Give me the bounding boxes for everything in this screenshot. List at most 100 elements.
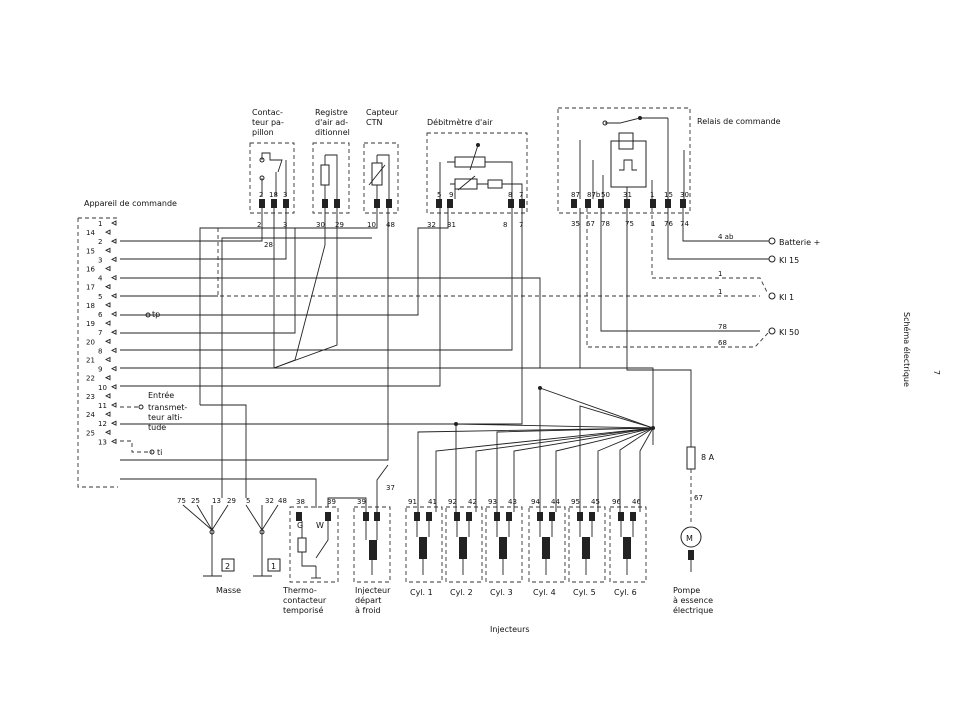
ecu-pin-9: 9 — [98, 366, 102, 374]
injector-wire-a: 92 — [448, 498, 457, 506]
ecu-pin-20: 20 — [86, 338, 95, 346]
cold-wire-39: 39 — [357, 498, 366, 506]
throttle-title-1: Contac- — [252, 108, 283, 117]
ecu-pin-list: 1142153164175186197208219221023112412251… — [86, 220, 117, 446]
injector-wire-a: 91 — [408, 498, 417, 506]
ecu-ti-label: ti — [157, 448, 162, 457]
ground-wire-32: 32 — [265, 497, 274, 505]
ecu-pin-16: 16 — [86, 266, 95, 274]
kl50-wire-68: 68 — [718, 339, 727, 347]
injector-label: Cyl. 2 — [450, 588, 473, 597]
airflow-pin-5: 5 — [437, 191, 441, 199]
relay-wire-1: 1 — [651, 220, 655, 228]
page-number: 7 — [932, 370, 941, 375]
relay-wire-75: 75 — [625, 220, 634, 228]
relay-wire-67: 67 — [586, 220, 595, 228]
injector-label: Cyl. 3 — [490, 588, 513, 597]
airflow-pin-7: 7 — [519, 191, 523, 199]
injector-label: Cyl. 6 — [614, 588, 637, 597]
ground-wire-48: 48 — [278, 497, 287, 505]
ecu-tp-label: tp — [152, 310, 160, 319]
relay-pin-87b: 87b — [587, 191, 601, 199]
ctn-wire-48: 48 — [386, 221, 395, 229]
altitude-line-1: Entrée — [148, 390, 174, 400]
aux-title-1: Registre — [315, 108, 348, 117]
throttle-pin-2: 2 — [259, 191, 263, 199]
wiring-harness — [120, 208, 654, 508]
altitude-line-4: tude — [148, 423, 166, 432]
fuel-pump: 8 A 67 M Pompe à essence électrique — [626, 208, 715, 615]
ecu-pin-21: 21 — [86, 357, 95, 365]
ecu-control-unit: Appareil de commande 1142153164175186197… — [77, 199, 187, 488]
thermo-w: W — [316, 521, 324, 530]
relay-wire-76: 76 — [664, 220, 673, 228]
ctn-title-2: CTN — [366, 118, 382, 127]
relay-pin-50: 50 — [601, 191, 610, 199]
ecu-pin-23: 23 — [86, 393, 95, 401]
ecu-pin-19: 19 — [86, 320, 95, 328]
air-flow-meter: Débitmètre d'air 5 9 8 7 32 31 8 7 — [426, 117, 528, 229]
pump-label-2: à essence — [673, 596, 713, 605]
kl1-wire-b: 1 — [718, 288, 722, 296]
cold-label-1: Injecteur — [355, 586, 391, 595]
ecu-pin-22: 22 — [86, 375, 95, 383]
ground-wire-25: 25 — [191, 497, 200, 505]
auxiliary-air-valve: Registre d'air ad- ditionnel 30 29 — [312, 108, 350, 229]
ctn-title-1: Capteur — [366, 108, 399, 117]
relay-title: Relais de commande — [697, 117, 781, 126]
altitude-line-2: transmet- — [148, 403, 187, 412]
ecu-pin-1: 1 — [98, 220, 102, 228]
injector-label: Cyl. 4 — [533, 588, 556, 597]
throttle-wire-3: 3 — [283, 221, 287, 229]
thermo-wire-38: 38 — [296, 498, 305, 506]
injector-wire-a: 94 — [531, 498, 540, 506]
ecu-pin-8: 8 — [98, 347, 102, 355]
ecu-pin-24: 24 — [86, 411, 95, 419]
injector-wire-b: 42 — [468, 498, 477, 506]
ecu-pin-15: 15 — [86, 247, 95, 255]
ecu-pin-7: 7 — [98, 329, 102, 337]
airflow-wire-32: 32 — [427, 221, 436, 229]
ecu-pin-25: 25 — [86, 429, 95, 437]
kl50-wire-78: 78 — [718, 323, 727, 331]
ground-section: 2 1 75 25 13 29 5 32 48 Masse — [177, 497, 287, 595]
ground-wire-5: 5 — [246, 497, 250, 505]
relay-wire-74: 74 — [680, 220, 689, 228]
altitude-line-3: teur alti- — [148, 413, 182, 422]
kl1-label: Kl 1 — [779, 293, 794, 302]
aux-wire-30: 30 — [316, 221, 325, 229]
ctn-sensor: Capteur CTN 10 48 — [363, 108, 399, 229]
relay-wire-78: 78 — [601, 220, 610, 228]
injector-wire-a: 93 — [488, 498, 497, 506]
airflow-wire-31: 31 — [447, 221, 456, 229]
ecu-pin-12: 12 — [98, 420, 107, 428]
injectors-title: Injecteurs — [490, 625, 530, 634]
injector-wire-a: 96 — [612, 498, 621, 506]
ground-wire-75: 75 — [177, 497, 186, 505]
airflow-wire-8: 8 — [503, 221, 507, 229]
injector-label: Cyl. 1 — [410, 588, 433, 597]
pump-label-3: électrique — [673, 605, 713, 615]
ecu-pin-11: 11 — [98, 402, 107, 410]
control-relay: Relais de commande 87 87b 50 31 1 15 30 … — [557, 107, 781, 228]
ecu-pin-14: 14 — [86, 229, 95, 237]
throttle-title-3: pillon — [252, 128, 274, 137]
relay-pin-15: 15 — [664, 191, 673, 199]
kl50-label: Kl 50 — [779, 328, 799, 337]
throttle-switch: Contac- teur pa- pillon 2 18 3 2 28 3 — [249, 108, 295, 249]
cold-label-3: à froid — [355, 606, 381, 615]
cold-label-2: départ — [355, 595, 381, 605]
ground-label: Masse — [216, 586, 241, 595]
injector-wire-b: 45 — [591, 498, 600, 506]
pump-wire: 67 — [694, 494, 703, 502]
battery-wire: 4 ab — [718, 233, 734, 241]
thermo-time-switch: 38 39 G W Thermo- contacteur temporisé — [282, 498, 339, 615]
fuse-label: 8 A — [701, 453, 715, 462]
